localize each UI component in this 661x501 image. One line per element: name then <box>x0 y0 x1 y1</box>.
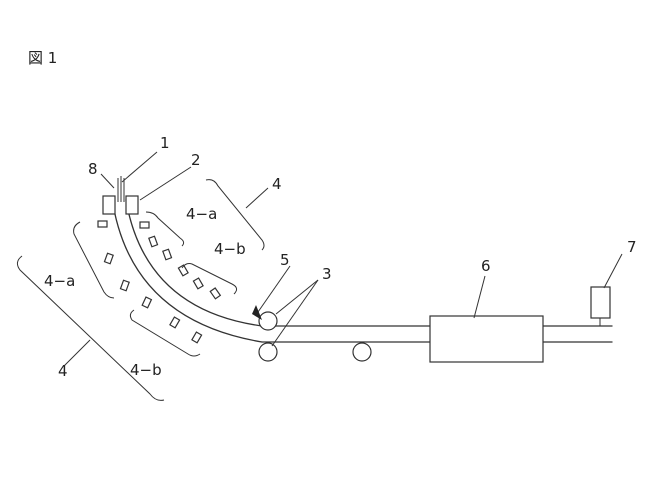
label-7: 7 <box>627 238 637 256</box>
table-roll <box>353 343 371 361</box>
label-4-bottom: 4 <box>58 362 68 380</box>
outer-nozzles <box>104 253 201 343</box>
pinch-roll-top <box>259 312 277 330</box>
label-3: 3 <box>322 265 332 283</box>
mold-block-right <box>126 196 138 214</box>
bracket-4b-inner <box>182 264 237 295</box>
label-4b-outer: 4−b <box>130 361 162 379</box>
label-4-top: 4 <box>272 175 282 193</box>
arrow-5 <box>252 305 262 320</box>
furnace-box <box>430 316 543 362</box>
label-4a-outer: 4−a <box>44 272 75 290</box>
label-8: 8 <box>88 160 98 178</box>
nozzle <box>118 176 124 202</box>
bracket-4b-outer <box>130 310 200 356</box>
label-4b-inner: 4−b <box>214 240 246 258</box>
inner-nozzles <box>98 221 220 299</box>
label-2: 2 <box>191 151 201 169</box>
label-1: 1 <box>160 134 170 152</box>
label-4a-inner: 4−a <box>186 205 217 223</box>
device-box <box>591 287 610 318</box>
label-6: 6 <box>481 257 491 275</box>
figure-title: 図 1 <box>28 49 57 67</box>
mold-block-left <box>103 196 115 214</box>
pinch-roll-bottom <box>259 343 277 361</box>
label-5: 5 <box>280 251 290 269</box>
